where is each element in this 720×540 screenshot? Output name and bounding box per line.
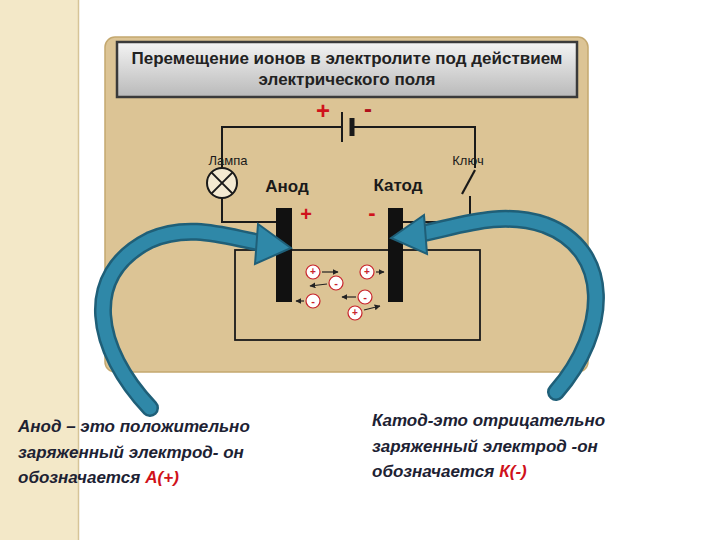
- anode-label: Анод: [265, 178, 309, 195]
- pointer-arrow: [391, 215, 596, 392]
- electrolyte-vessel: [235, 250, 480, 340]
- ion-motion-arrow: [296, 272, 384, 310]
- definition-text: Катод-это отрицательно заряженный электр…: [372, 411, 605, 481]
- title-box: Перемещение ионов в электролите под дейс…: [117, 42, 577, 97]
- electrode-sign: +: [300, 204, 312, 224]
- ion-sign: -: [334, 278, 338, 289]
- switch-label: Ключ: [452, 154, 483, 167]
- ion-circle: [329, 276, 343, 290]
- circuit-wires: [222, 127, 475, 222]
- pointer-arrow: [103, 224, 291, 408]
- title-frame: [117, 42, 577, 97]
- symbol-text: А(+): [145, 468, 179, 487]
- ion-circle: [306, 265, 320, 279]
- ion-circle: [348, 306, 362, 320]
- ion-circle: [360, 265, 374, 279]
- battery-plate: [350, 118, 355, 136]
- ion-sign: +: [364, 267, 370, 277]
- ion-group: [296, 265, 384, 320]
- definition-block: Катод-это отрицательно заряженный электр…: [372, 408, 692, 485]
- battery-sign: -: [364, 97, 372, 121]
- battery-sign: +: [316, 99, 330, 123]
- definition-text: Анод – это положительно заряженный элект…: [18, 417, 250, 487]
- ion-circle: [306, 294, 320, 308]
- ion-circle: [358, 290, 372, 304]
- definition-block: Анод – это положительно заряженный элект…: [18, 414, 318, 491]
- lamp-symbol: [207, 168, 237, 198]
- ion-sign: +: [352, 308, 358, 318]
- lamp-label: Лампа: [209, 154, 248, 167]
- ion-sign: -: [363, 292, 367, 303]
- battery-plate: [341, 112, 343, 142]
- cathode-electrode: [388, 208, 403, 302]
- ion-sign: -: [311, 296, 315, 307]
- symbol-text: К(-): [499, 462, 526, 481]
- title-text: Перемещение ионов в электролите под дейс…: [117, 49, 577, 90]
- panel: [105, 37, 588, 372]
- ion-sign: +: [310, 267, 316, 277]
- cathode-label: Катод: [373, 177, 422, 194]
- anode-electrode: [276, 208, 292, 302]
- electrode-sign: -: [368, 202, 375, 224]
